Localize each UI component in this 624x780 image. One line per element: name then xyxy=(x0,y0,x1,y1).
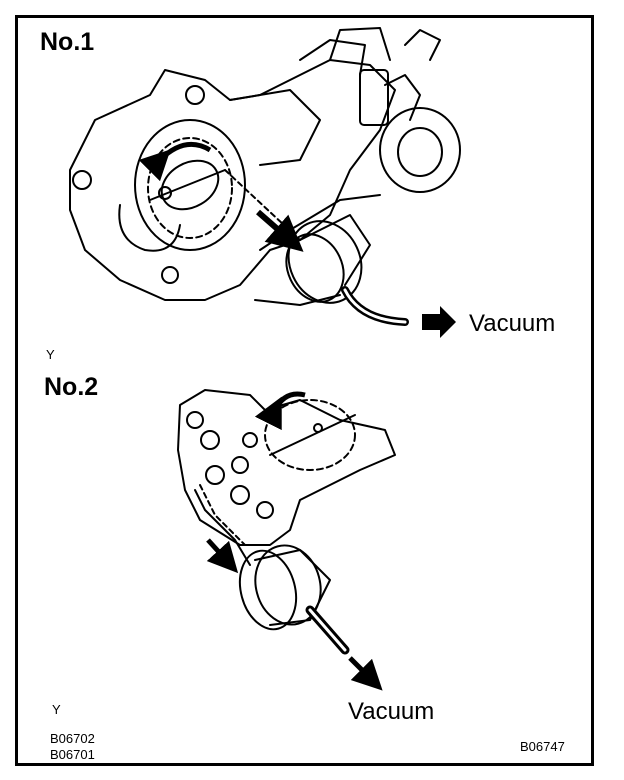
panel2-marker: Y xyxy=(52,702,61,717)
sensor-housing xyxy=(379,107,461,193)
panel1-marker: Y xyxy=(46,347,55,362)
vacuum-arrow-2 xyxy=(348,656,383,691)
panel1-illustration xyxy=(69,27,461,326)
valve-plate xyxy=(264,399,356,471)
throttle-bore xyxy=(134,119,246,251)
panel2-illustration xyxy=(177,389,396,655)
code-right: B06747 xyxy=(520,739,565,754)
code-left-top: B06702 xyxy=(50,731,95,746)
panel2-title: No.2 xyxy=(44,373,99,401)
panel2-vacuum-label: Vacuum xyxy=(348,698,435,725)
actuator-2 xyxy=(238,544,331,631)
panel1-vacuum-label: Vacuum xyxy=(469,310,556,337)
push-arrow-1 xyxy=(256,209,304,252)
rotation-arrow-2 xyxy=(254,391,306,431)
throttle-body-flange xyxy=(69,59,396,301)
push-arrow-2 xyxy=(206,538,239,574)
code-left-bottom: B06701 xyxy=(50,747,95,762)
rotation-arrow-1 xyxy=(138,141,212,182)
vacuum-arrow-1 xyxy=(422,306,456,338)
throttle-plate xyxy=(160,159,220,211)
panel1-title: No.1 xyxy=(40,28,95,56)
figure-frame xyxy=(15,15,594,766)
